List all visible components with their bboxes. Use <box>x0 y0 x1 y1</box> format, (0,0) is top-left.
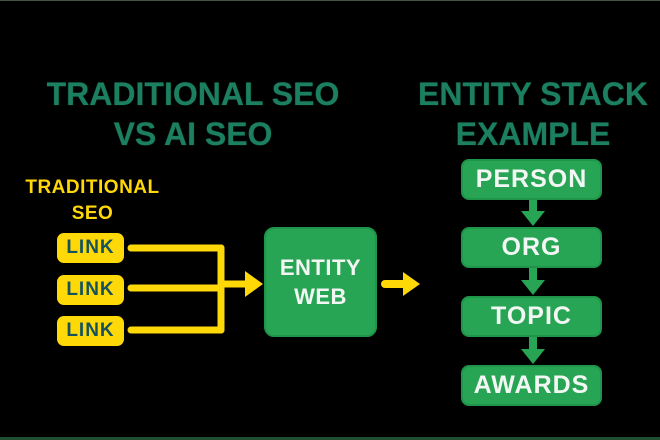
stack-box-org: ORG <box>461 227 602 268</box>
entity-web-label-line2: WEB <box>294 284 347 309</box>
link-box: LINK <box>57 233 124 263</box>
traditional-seo-label-line1: TRADITIONAL <box>25 177 160 198</box>
top-edge-line <box>0 0 660 1</box>
flow-arrowhead <box>403 272 420 296</box>
stack-down-arrow-icon <box>521 200 545 226</box>
bottom-edge-line <box>0 437 660 440</box>
merge-arrowhead <box>245 271 263 297</box>
merge-arrow-icon <box>127 244 249 334</box>
right-panel-title: ENTITY STACK EXAMPLE <box>398 74 660 154</box>
right-title-line1: ENTITY STACK <box>418 76 648 112</box>
stack-box-awards: AWARDS <box>461 365 602 406</box>
link-box: LINK <box>57 316 124 346</box>
stack-box-person: PERSON <box>461 159 602 200</box>
entity-web-box: ENTITY WEB <box>264 227 377 337</box>
left-title-line1: TRADITIONAL SEO <box>46 76 340 112</box>
left-title-line2: VS AI SEO <box>113 116 273 152</box>
stack-box-label: AWARDS <box>473 371 590 399</box>
right-title-line2: EXAMPLE <box>455 116 611 152</box>
flow-right-arrow-icon <box>381 272 420 296</box>
link-box-label: LINK <box>66 279 115 300</box>
traditional-seo-label-line2: SEO <box>71 203 114 224</box>
link-box: LINK <box>57 275 124 305</box>
stack-down-arrow-icon <box>521 268 545 295</box>
traditional-seo-label: TRADITIONAL SEO <box>20 175 165 227</box>
stack-box-label: ORG <box>501 233 562 261</box>
stack-arrowhead <box>521 211 545 226</box>
stack-box-topic: TOPIC <box>461 296 602 337</box>
stack-down-arrow-icon <box>521 337 545 364</box>
entity-web-label-line1: ENTITY <box>279 255 362 280</box>
stack-arrowhead <box>521 349 545 364</box>
link-box-label: LINK <box>66 320 115 341</box>
stack-arrowhead <box>521 280 545 295</box>
left-panel-title: TRADITIONAL SEO VS AI SEO <box>18 74 368 154</box>
stack-box-label: TOPIC <box>491 302 572 330</box>
link-box-label: LINK <box>66 237 115 258</box>
stack-box-label: PERSON <box>475 165 588 193</box>
